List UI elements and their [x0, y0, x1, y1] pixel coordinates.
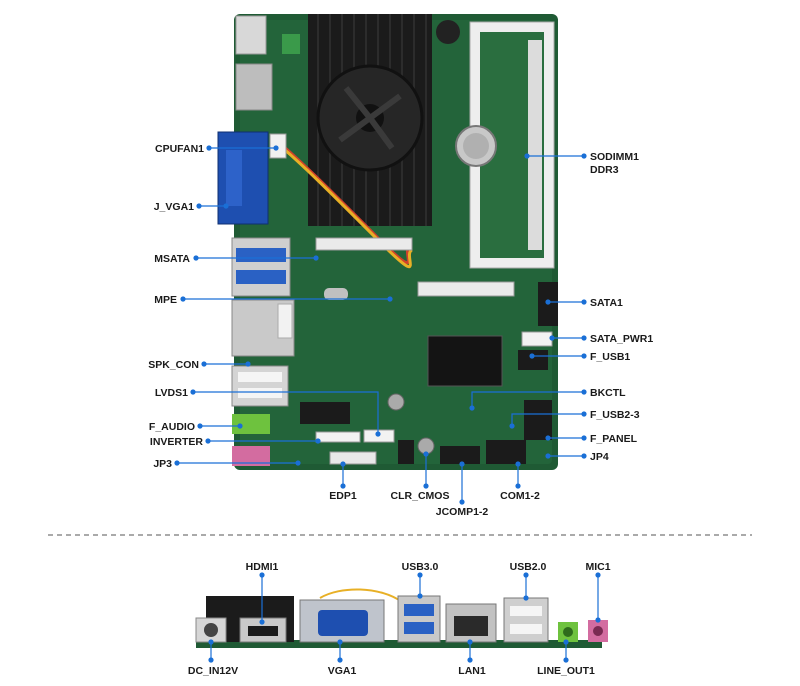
msata-slot	[315, 237, 413, 251]
label-sata1: SATA1	[590, 297, 623, 309]
leader-lines-right	[469, 153, 587, 459]
label-usb2: USB2.0	[510, 561, 547, 573]
label-f-audio: F_AUDIO	[149, 421, 195, 433]
label-mic1: MIC1	[585, 561, 610, 573]
board-top-view	[217, 14, 558, 470]
label-usb3: USB3.0	[402, 561, 439, 573]
label-jp4: JP4	[590, 451, 609, 463]
label-ddr3: DDR3	[590, 164, 619, 176]
board-side-view	[195, 588, 608, 648]
label-jcomp1-2: JCOMP1-2	[436, 506, 489, 518]
label-inverter: INVERTER	[150, 436, 204, 448]
leader-lines-side	[208, 572, 601, 663]
label-hdmi1: HDMI1	[246, 561, 279, 573]
label-vga1: VGA1	[328, 665, 357, 677]
hdmi-port-top	[235, 63, 273, 111]
label-com1-2: COM1-2	[500, 490, 540, 502]
label-f-usb2-3: F_USB2-3	[590, 409, 640, 421]
edp-connector	[329, 451, 377, 465]
mpe-slot	[417, 281, 515, 297]
label-lan1: LAN1	[458, 665, 486, 677]
label-sata-pwr1: SATA_PWR1	[590, 333, 653, 345]
labels-side: HDMI1 USB3.0 USB2.0 MIC1 DC_IN12V VGA1 L…	[188, 561, 611, 677]
inverter-connector	[315, 431, 361, 443]
label-msata: MSATA	[154, 253, 190, 265]
label-cpufan1: CPUFAN1	[155, 143, 204, 155]
label-sodimm1: SODIMM1	[590, 151, 639, 163]
label-edp1: EDP1	[329, 490, 357, 502]
lvds-connector	[300, 402, 350, 424]
sata-power-connector	[521, 331, 553, 347]
pcb-edge	[196, 640, 602, 648]
label-line-out1: LINE_OUT1	[537, 665, 595, 677]
cpufan-connector	[269, 133, 287, 159]
mic-jack-top	[232, 446, 270, 466]
label-mpe: MPE	[154, 294, 177, 306]
power-terminal	[282, 34, 300, 54]
buzzer	[436, 20, 460, 44]
crystal	[324, 288, 348, 300]
labels-top: CPUFAN1 J_VGA1 MSATA MPE SPK_CON LVDS1 F…	[148, 143, 653, 518]
usb3-port	[397, 595, 441, 643]
label-bkctl: BKCTL	[590, 387, 626, 399]
label-clr-cmos: CLR_CMOS	[391, 490, 450, 502]
label-jp3: JP3	[153, 458, 172, 470]
label-f-panel: F_PANEL	[590, 433, 638, 445]
jcomp-header	[440, 446, 480, 464]
com-header	[486, 440, 526, 464]
label-j-vga1: J_VGA1	[154, 201, 194, 213]
usb2-port	[503, 597, 549, 643]
leader-lines-left	[174, 145, 393, 466]
label-lvds1: LVDS1	[155, 387, 188, 399]
label-dc-in12v: DC_IN12V	[188, 665, 238, 677]
label-f-usb1: F_USB1	[590, 351, 630, 363]
leader-lines-bottom	[340, 451, 521, 505]
label-spk-con: SPK_CON	[148, 359, 199, 371]
usb3-port-top	[231, 237, 291, 297]
chipset	[427, 335, 503, 387]
front-panel-header	[524, 400, 552, 440]
dc-jack-top	[235, 15, 267, 55]
vga-port-top	[217, 131, 269, 225]
line-out-jack-top	[232, 414, 270, 434]
